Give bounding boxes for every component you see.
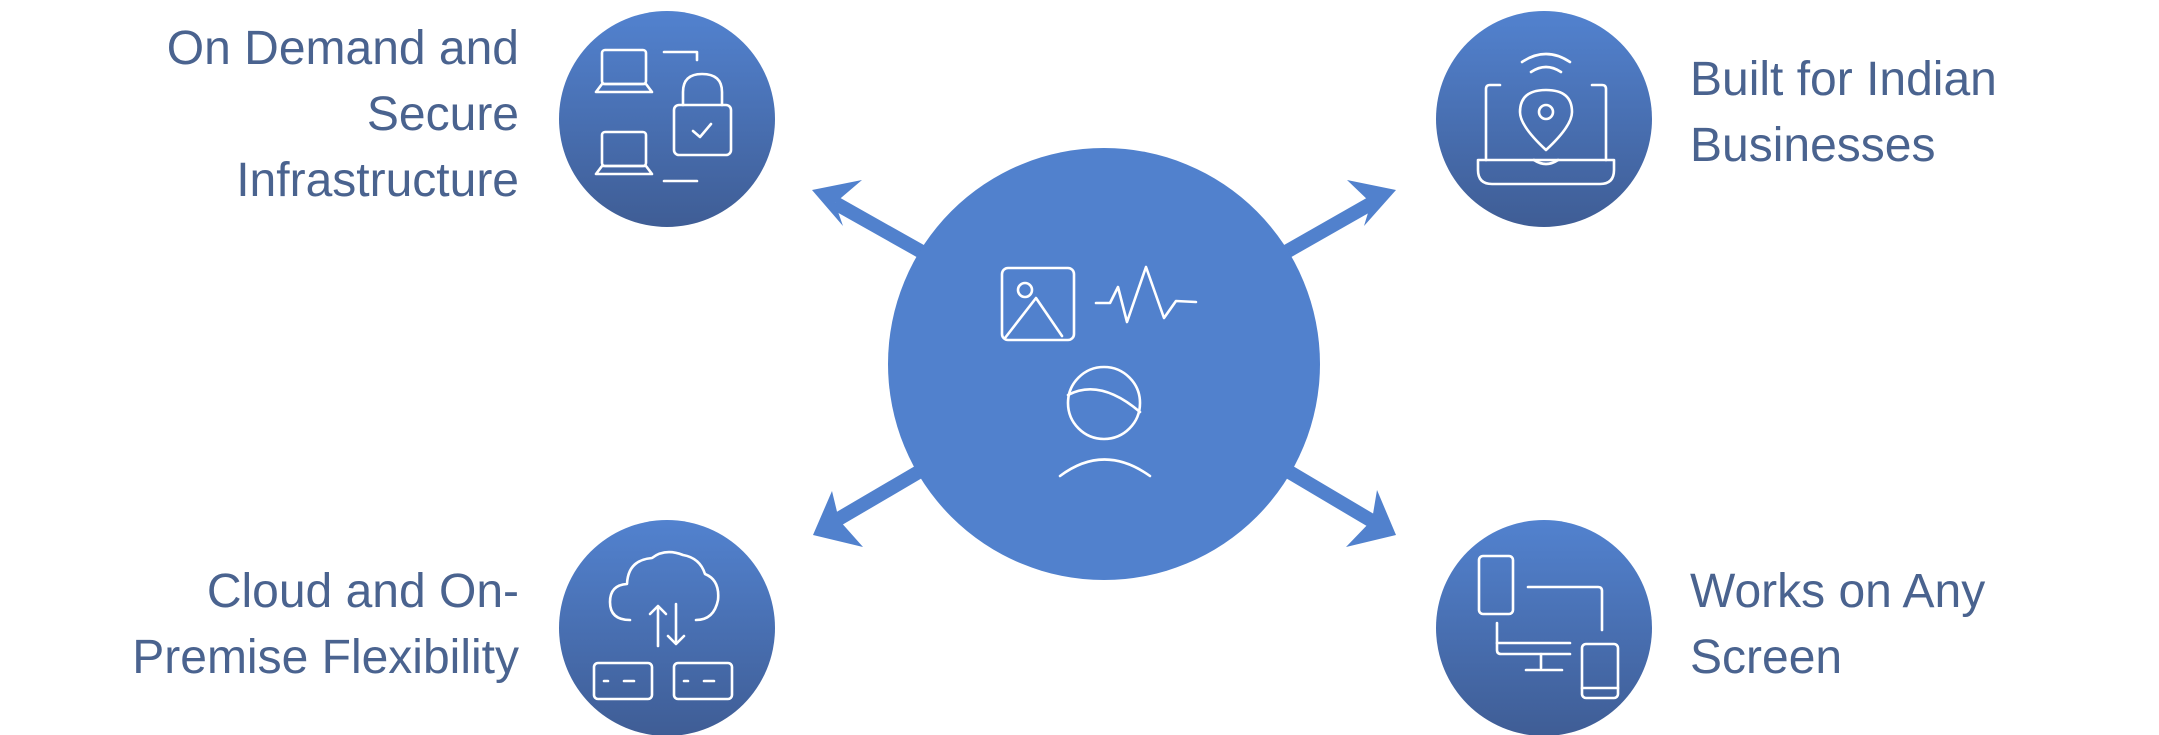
- laptops-lock-icon: [594, 48, 733, 183]
- image-icon: [1000, 266, 1076, 342]
- label-top-right: Built for Indian Businesses: [1690, 47, 1997, 179]
- label-line: Screen: [1690, 631, 1843, 684]
- label-line: Infrastructure: [236, 154, 519, 207]
- label-line: Works on Any: [1690, 565, 1986, 618]
- arrow-bottom-left: [813, 463, 926, 547]
- node-bottom-left: [559, 520, 775, 735]
- label-bottom-left: Cloud and On- Premise Flexibility: [132, 559, 519, 691]
- laptop-location-icon: [1476, 52, 1616, 186]
- label-line: Built for Indian: [1690, 53, 1997, 106]
- person-icon: [1058, 365, 1152, 478]
- label-line: Cloud and On-: [206, 565, 519, 618]
- hub-circle: [888, 148, 1320, 580]
- label-line: Businesses: [1690, 119, 1936, 172]
- label-line: On Demand and: [166, 22, 519, 75]
- cloud-servers-icon: [592, 550, 734, 701]
- node-top-right: [1436, 11, 1652, 227]
- arrows: [812, 180, 1396, 547]
- arrow-bottom-right: [1282, 463, 1396, 547]
- arrow-top-right: [1282, 180, 1396, 259]
- node-circle: [1436, 520, 1652, 735]
- waveform-icon: [1094, 265, 1198, 324]
- node-top-left: [559, 11, 775, 227]
- label-line: Premise Flexibility: [132, 631, 519, 684]
- central-hub: [888, 148, 1320, 580]
- node-bottom-right: [1436, 520, 1652, 735]
- arrow-top-left: [812, 180, 926, 259]
- multi-device-icon: [1477, 554, 1620, 700]
- label-bottom-right: Works on Any Screen: [1690, 559, 1985, 691]
- node-circle: [559, 11, 775, 227]
- label-line: Secure: [366, 88, 519, 141]
- node-circle: [559, 520, 775, 735]
- label-top-left: On Demand and Secure Infrastructure: [167, 16, 519, 214]
